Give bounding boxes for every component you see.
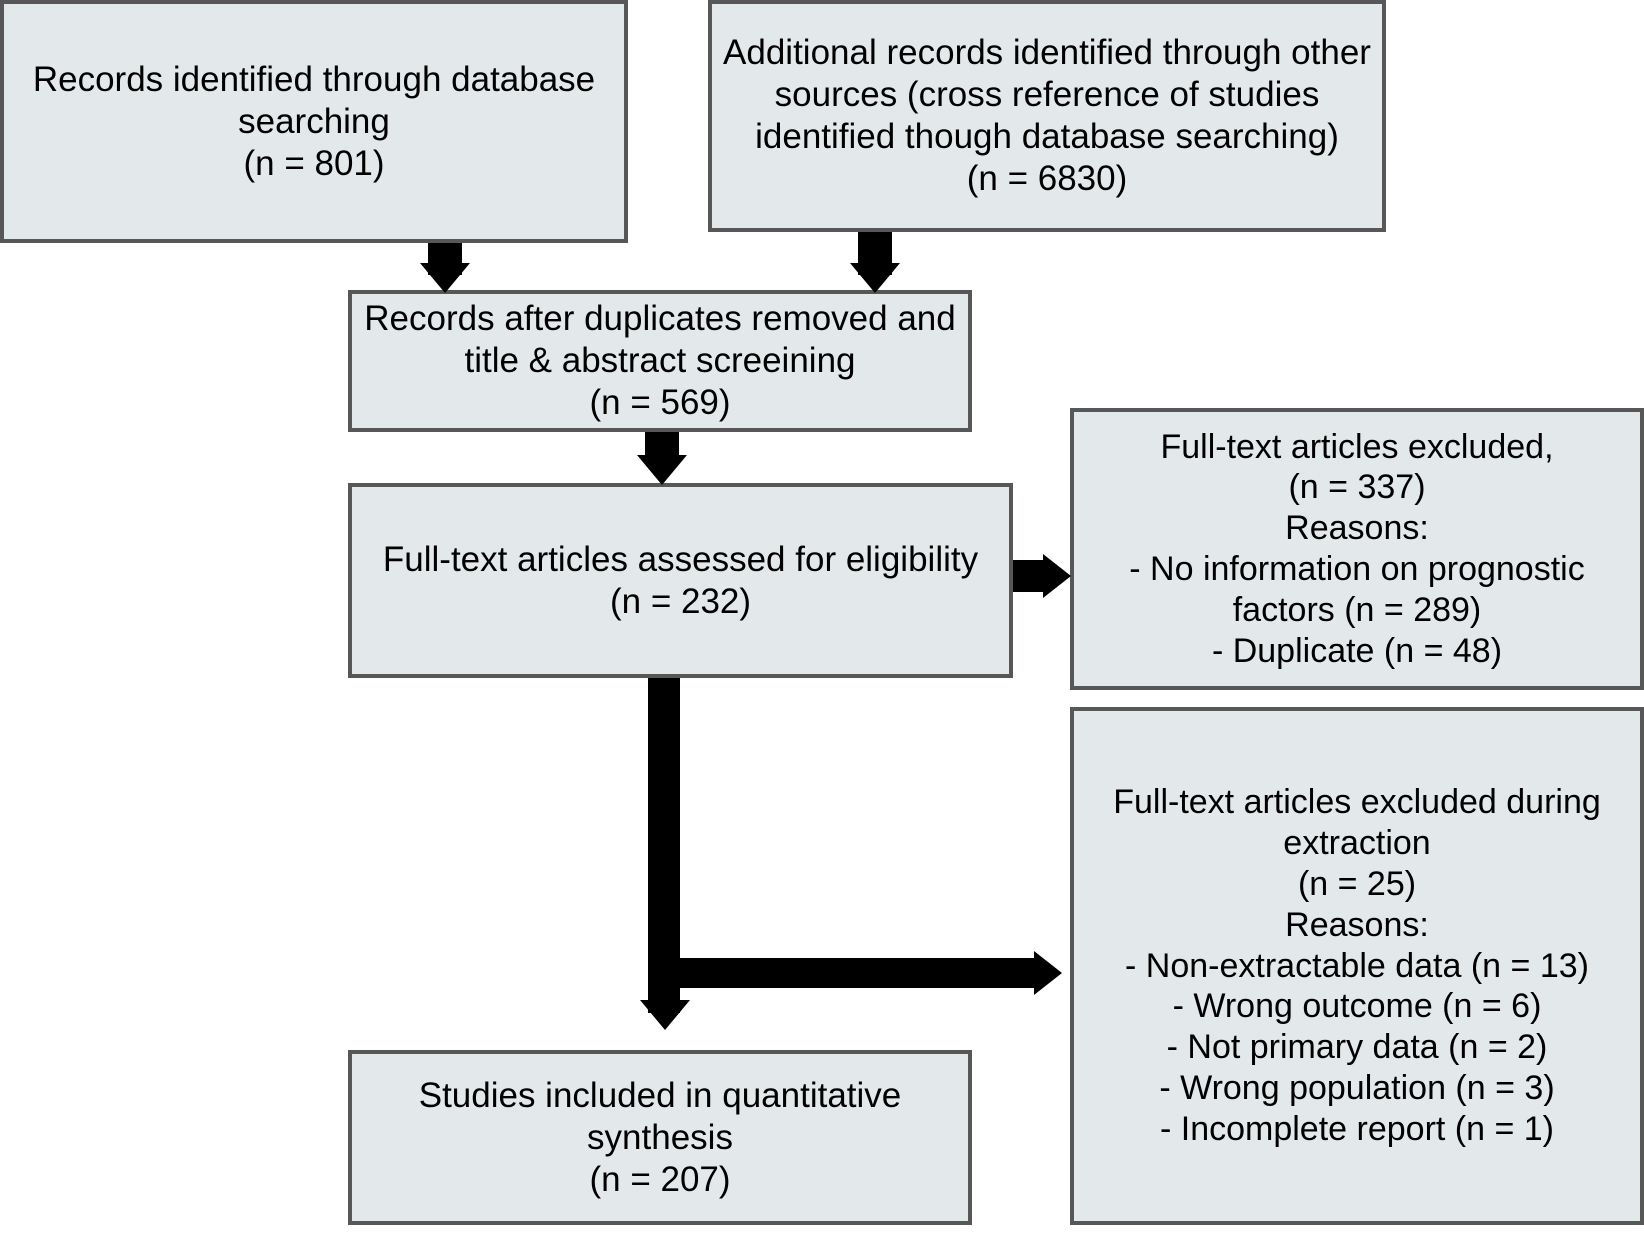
node-after-duplicates-text: Records after duplicates removed and tit… — [364, 299, 956, 422]
arrow-head-down-icon — [420, 263, 470, 293]
arrow-head-down-icon — [850, 263, 900, 293]
node-included-text: Studies included in quantitative synthes… — [418, 1075, 902, 1199]
node-excluded-2-text: Full-text articles excluded during extra… — [1113, 783, 1601, 1148]
arrow-shaft — [648, 678, 680, 1013]
node-full-text-articles-excluded: Full-text articles excluded, (n = 337) R… — [1070, 408, 1644, 690]
node-studies-included-quantitative-synthesis: Studies included in quantitative synthes… — [348, 1050, 972, 1225]
arrow-head-right-icon — [1034, 951, 1062, 995]
node-excluded-1-text: Full-text articles excluded, (n = 337) R… — [1129, 427, 1585, 670]
node-full-text-articles-assessed-eligibility: Full-text articles assessed for eligibil… — [348, 483, 1013, 678]
node-records-identified-database-searching: Records identified through database sear… — [0, 0, 628, 243]
node-records-after-duplicates-removed: Records after duplicates removed and tit… — [348, 290, 972, 432]
node-other-sources-text: Additional records identified through ot… — [723, 33, 1371, 198]
node-eligibility-text: Full-text articles assessed for eligibil… — [382, 539, 979, 621]
arrow-head-down-icon — [640, 1000, 690, 1030]
arrow-shaft — [648, 958, 1042, 988]
arrow-head-down-icon — [637, 455, 687, 485]
arrow-head-right-icon — [1043, 554, 1071, 598]
node-additional-records-other-sources: Additional records identified through ot… — [708, 0, 1386, 232]
node-db-search-text: Records identified through database sear… — [32, 59, 596, 183]
node-full-text-articles-excluded-during-extraction: Full-text articles excluded during extra… — [1070, 707, 1644, 1225]
